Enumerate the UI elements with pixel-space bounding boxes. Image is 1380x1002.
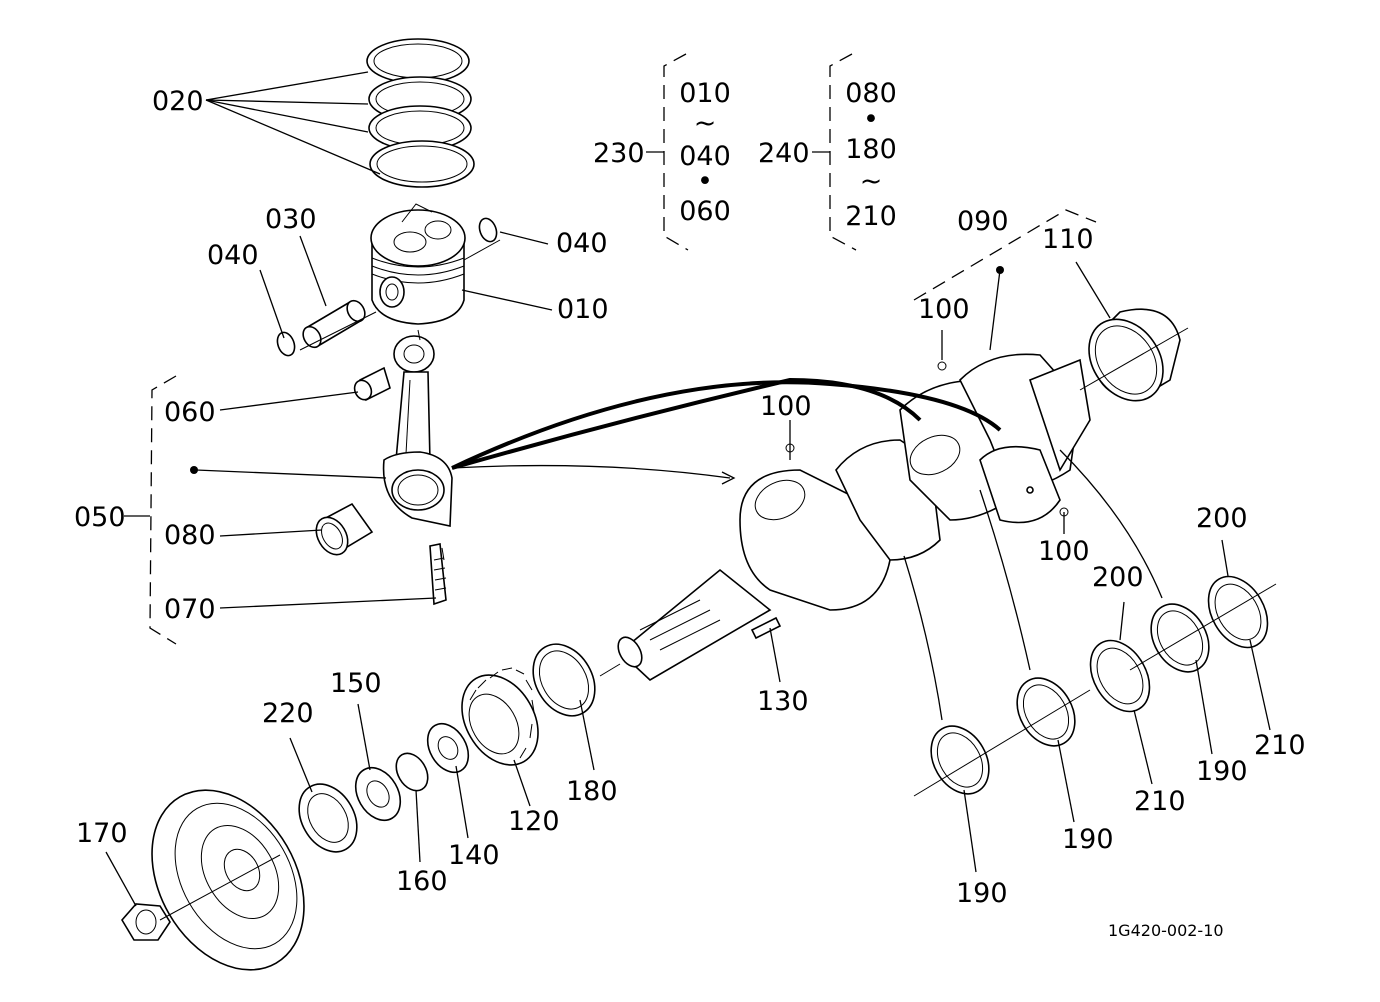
crankshaft-bearing-110 (1088, 308, 1181, 402)
group-230-tilde: ~ (694, 108, 717, 139)
part-labels: 020 030 040 040 010 060 050 080 070 230 … (74, 78, 1306, 940)
group-230-bottom: 060 (679, 196, 731, 227)
label-170: 170 (76, 818, 128, 849)
label-050: 050 (74, 502, 126, 533)
label-020: 020 (152, 86, 204, 117)
label-040-left: 040 (207, 240, 259, 271)
small-end-bushing (353, 366, 391, 402)
group-230-dot: • (697, 166, 713, 197)
label-110: 110 (1042, 224, 1094, 255)
label-070: 070 (164, 594, 216, 625)
axis-lines (159, 239, 1277, 921)
label-200-right: 200 (1196, 503, 1248, 534)
label-010: 010 (557, 294, 609, 325)
brackets (124, 53, 1097, 645)
label-200-left: 200 (1092, 562, 1144, 593)
piston (370, 203, 466, 325)
assembly-arrows (451, 377, 1163, 721)
label-120: 120 (508, 806, 560, 837)
label-220: 220 (262, 698, 314, 729)
group-240-bottom: 210 (845, 201, 897, 232)
group-240-tilde: ~ (860, 166, 883, 197)
figure-code: 1G420-002-10 (1108, 921, 1224, 940)
connecting-rod (382, 335, 453, 606)
group-230-top: 010 (679, 78, 731, 109)
label-100-bottom: 100 (1038, 536, 1090, 567)
crankshaft-pulley (151, 789, 305, 971)
label-190-left: 190 (956, 878, 1008, 909)
label-210-right: 210 (1254, 730, 1306, 761)
group-240-middle: 180 (845, 134, 897, 165)
label-040-right: 040 (556, 228, 608, 259)
label-080: 080 (164, 520, 216, 551)
label-130: 130 (757, 686, 809, 717)
label-090: 090 (957, 206, 1009, 237)
big-end-bearing (315, 502, 374, 556)
label-060: 060 (164, 397, 216, 428)
piston-rings (366, 38, 475, 188)
group-240-top: 080 (845, 78, 897, 109)
collar-150 (354, 766, 402, 822)
thrust-washers (1089, 575, 1269, 713)
label-230: 230 (593, 138, 645, 169)
label-180: 180 (566, 776, 618, 807)
main-bearings (930, 603, 1210, 795)
pulley-nut (121, 903, 171, 941)
crankshaft-gear (461, 667, 539, 766)
crank-key (750, 616, 782, 640)
o-ring (395, 752, 429, 792)
thrust-collar (426, 722, 470, 774)
reference-dots (190, 266, 1069, 517)
group-230-middle: 040 (679, 141, 731, 172)
label-100-mid: 100 (760, 391, 812, 422)
label-150: 150 (330, 668, 382, 699)
label-030: 030 (265, 204, 317, 235)
label-190-right: 190 (1196, 756, 1248, 787)
label-240: 240 (758, 138, 810, 169)
label-210-left: 210 (1134, 786, 1186, 817)
piston-pin (302, 299, 366, 349)
label-100-top: 100 (918, 294, 970, 325)
leader-lines (105, 71, 1271, 907)
front-bearing-180 (532, 643, 596, 717)
group-240-dot: • (863, 104, 879, 135)
crankshaft (617, 353, 1091, 681)
label-160: 160 (396, 866, 448, 897)
label-140: 140 (448, 840, 500, 871)
label-190-mid: 190 (1062, 824, 1114, 855)
